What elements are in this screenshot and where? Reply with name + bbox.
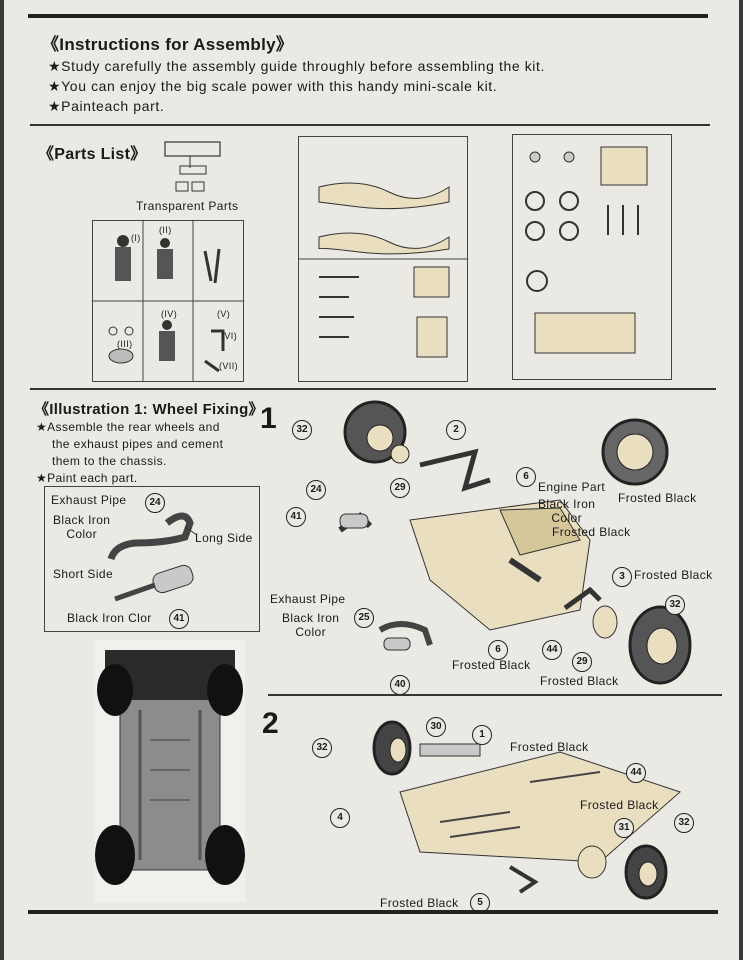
step-rule <box>268 694 722 696</box>
callout-6: 6 <box>516 467 536 487</box>
instruction-line-3: ★Painteach part. <box>48 98 165 114</box>
wheel-fixing-diagram <box>338 400 692 685</box>
figure-label-1: (I) <box>131 233 141 243</box>
exhaust-inset: Exhaust Pipe 24 Black Iron Color Long Si… <box>44 486 260 632</box>
callout-32c: 32 <box>312 738 332 758</box>
figure-label-4: (IV) <box>161 309 178 319</box>
hub-frosted-black: Frosted Black <box>618 491 697 505</box>
chassis-frosted-black: Frosted Black <box>452 658 531 672</box>
instructions-title: 《Instructions for Assembly》 <box>42 35 294 54</box>
section-rule <box>30 388 716 390</box>
callout-31: 31 <box>614 818 634 838</box>
callout-6b: 6 <box>488 640 508 660</box>
step-2-number: 2 <box>262 707 279 740</box>
bottom-rule <box>28 910 718 914</box>
front-axle-diagram <box>372 720 681 900</box>
axle-frosted-black: Frosted Black <box>510 740 589 754</box>
callout-44b: 44 <box>626 763 646 783</box>
arm-frosted-black: Frosted Black <box>634 568 713 582</box>
figure-label-5: (V) <box>217 309 231 319</box>
figure-label-3: (III) <box>117 339 133 349</box>
transparent-parts-label: Transparent Parts <box>136 199 239 213</box>
parts-list-title: 《Parts List》 <box>38 146 147 163</box>
callout-29: 29 <box>390 478 410 498</box>
inset-black-iron-color: Black Iron Color <box>53 513 111 541</box>
illustration1-text-2: the exhaust pipes and cement <box>52 437 224 451</box>
callout-1: 1 <box>472 725 492 745</box>
callout-24-inset: 24 <box>145 493 165 513</box>
chassis-photo <box>95 640 245 902</box>
callout-30: 30 <box>426 717 446 737</box>
instruction-line-2: ★You can enjoy the big scale power with … <box>48 78 498 94</box>
figures-sprue: (I) (II) (III) (IV) (V) (VI) (VII) <box>92 220 244 382</box>
illustration1-text-3: them to the chassis. <box>52 454 167 468</box>
callout-4: 4 <box>330 808 350 828</box>
chassis-sprue <box>298 136 468 382</box>
callout-32b: 32 <box>665 595 685 615</box>
callout-40: 40 <box>390 675 410 695</box>
engine-frosted-black: Frosted Black <box>552 525 631 539</box>
figure-label-2: (II) <box>159 225 172 235</box>
callout-32d: 32 <box>674 813 694 833</box>
callout-24: 24 <box>306 480 326 500</box>
callout-3: 3 <box>612 567 632 587</box>
figure-label-6: (VI) <box>221 331 238 341</box>
callout-2: 2 <box>446 420 466 440</box>
inset-long-side: Long Side <box>195 531 253 545</box>
callout-29b: 29 <box>572 652 592 672</box>
step-1-number: 1 <box>260 402 277 435</box>
callout-41-inset: 41 <box>169 609 189 629</box>
top-rule <box>28 14 708 18</box>
inset-black-iron-clor: Black Iron Clor <box>67 611 152 625</box>
illustration1-title: 《Illustration 1: Wheel Fixing》 <box>34 401 264 418</box>
engine-part-label: Engine Part <box>538 480 606 494</box>
callout-25: 25 <box>354 608 374 628</box>
engine-black-iron-color: Black Iron Color <box>538 497 596 525</box>
illustration1-text-1: ★Assemble the rear wheels and <box>36 420 220 434</box>
figure-label-7: (VII) <box>219 361 238 371</box>
exhaust-pipe-label: Exhaust Pipe <box>270 592 346 606</box>
instruction-line-1: ★Study carefully the assembly guide thro… <box>48 58 545 74</box>
hub-frosted-black-2: Frosted Black <box>580 798 659 812</box>
section-rule <box>30 124 710 126</box>
callout-32: 32 <box>292 420 312 440</box>
callout-41: 41 <box>286 507 306 527</box>
exhaust-black-iron-color: Black Iron Color <box>282 611 340 639</box>
wheel-frosted-black: Frosted Black <box>540 674 619 688</box>
illustration1-text-4: ★Paint each part. <box>36 471 138 485</box>
inset-short-side: Short Side <box>53 567 114 581</box>
bracket-frosted-black: Frosted Black <box>380 896 459 910</box>
inset-exhaust-pipe-label: Exhaust Pipe <box>51 493 127 507</box>
callout-44: 44 <box>542 640 562 660</box>
wheels-sprue <box>512 134 672 380</box>
transparent-parts-drawing <box>164 141 221 192</box>
